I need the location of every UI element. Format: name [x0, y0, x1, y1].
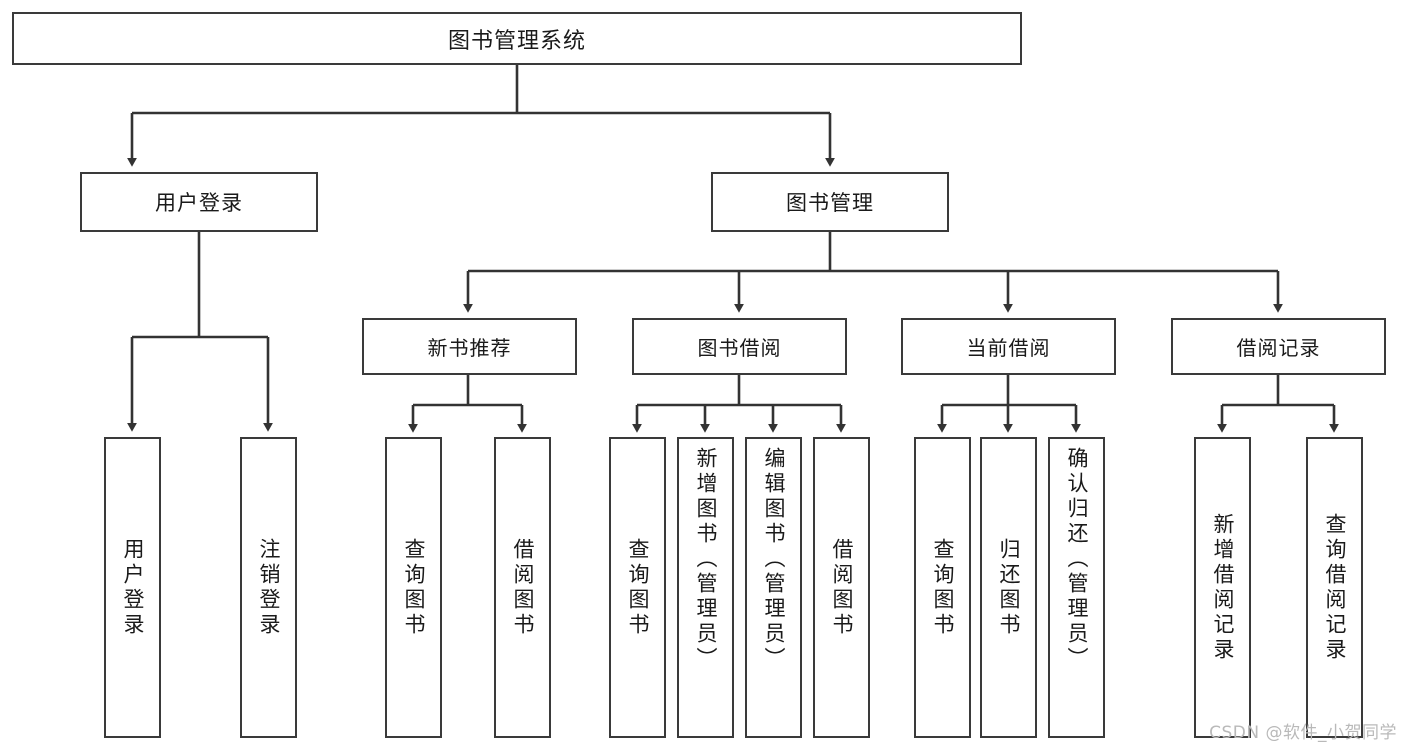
- node-root-system[interactable]: 图书管理系统: [12, 12, 1022, 65]
- leaf-label: 借阅图书: [511, 537, 535, 638]
- leaf-user-login-logout[interactable]: 注销登录: [240, 437, 297, 738]
- leaf-label: 归还图书: [997, 537, 1021, 638]
- node-new-book-recommend[interactable]: 新书推荐: [362, 318, 577, 375]
- leaf-label: 确认归还（管理员）: [1065, 447, 1089, 672]
- leaf-label: 新增图书（管理员）: [694, 447, 718, 672]
- node-current-borrow-label: 当前借阅: [966, 336, 1051, 360]
- watermark-text: CSDN @软件_小贺同学: [1209, 723, 1397, 743]
- leaf-borrow-record-query-record[interactable]: 查询借阅记录: [1306, 437, 1363, 738]
- node-book-borrow[interactable]: 图书借阅: [632, 318, 847, 375]
- leaf-label: 新增借阅记录: [1211, 512, 1235, 663]
- leaf-label: 查询图书: [626, 537, 650, 638]
- node-new-book-recommend-label: 新书推荐: [427, 336, 512, 360]
- leaf-new-book-borrow-book[interactable]: 借阅图书: [494, 437, 551, 738]
- node-user-login-label: 用户登录: [155, 191, 243, 215]
- leaf-current-borrow-confirm-return-admin[interactable]: 确认归还（管理员）: [1048, 437, 1105, 738]
- leaf-label: 用户登录: [121, 537, 145, 638]
- leaf-current-borrow-return-book[interactable]: 归还图书: [980, 437, 1037, 738]
- node-book-management[interactable]: 图书管理: [711, 172, 949, 232]
- leaf-label: 借阅图书: [830, 537, 854, 638]
- node-root-label: 图书管理系统: [447, 28, 586, 54]
- leaf-book-borrow-query-book[interactable]: 查询图书: [609, 437, 666, 738]
- leaf-label: 查询图书: [931, 537, 955, 638]
- leaf-borrow-record-add-record[interactable]: 新增借阅记录: [1194, 437, 1251, 738]
- leaf-book-borrow-edit-book-admin[interactable]: 编辑图书（管理员）: [745, 437, 802, 738]
- node-book-borrow-label: 图书借阅: [697, 336, 782, 360]
- node-borrow-record[interactable]: 借阅记录: [1171, 318, 1386, 375]
- node-user-login[interactable]: 用户登录: [80, 172, 318, 232]
- leaf-label: 注销登录: [257, 537, 281, 638]
- leaf-new-book-query-book[interactable]: 查询图书: [385, 437, 442, 738]
- leaf-book-borrow-borrow-book[interactable]: 借阅图书: [813, 437, 870, 738]
- leaf-current-borrow-query-book[interactable]: 查询图书: [914, 437, 971, 738]
- leaf-label: 查询图书: [402, 537, 426, 638]
- leaf-label: 查询借阅记录: [1323, 512, 1347, 663]
- node-borrow-record-label: 借阅记录: [1236, 336, 1321, 360]
- leaf-book-borrow-add-book-admin[interactable]: 新增图书（管理员）: [677, 437, 734, 738]
- node-book-management-label: 图书管理: [786, 191, 874, 215]
- leaf-label: 编辑图书（管理员）: [762, 447, 786, 672]
- node-current-borrow[interactable]: 当前借阅: [901, 318, 1116, 375]
- leaf-user-login-login[interactable]: 用户登录: [104, 437, 161, 738]
